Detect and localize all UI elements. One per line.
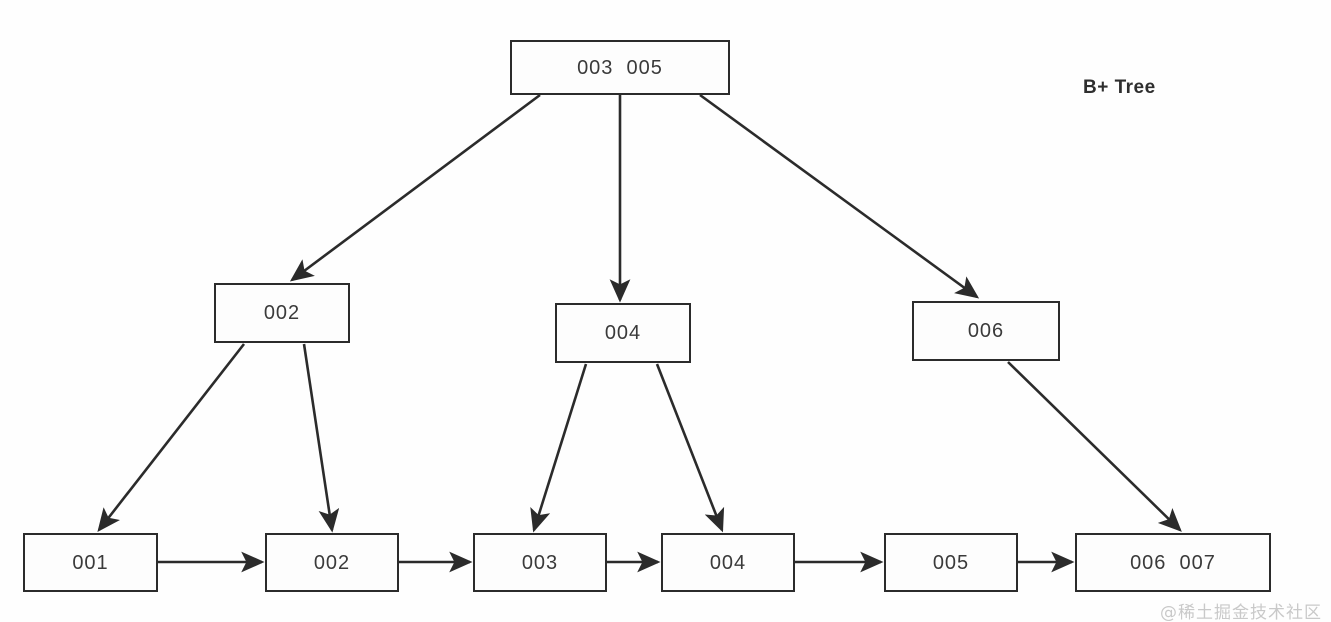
node-label: 003: [521, 551, 559, 574]
node-leaf-003: 003: [473, 533, 607, 592]
node-leaf-004: 004: [661, 533, 795, 592]
node-label: 004: [709, 551, 747, 574]
tree-edge-group: [97, 93, 1182, 533]
node-label: 002: [313, 551, 351, 574]
node-leaf-005: 005: [884, 533, 1018, 592]
node-label: 006 007: [1130, 551, 1216, 574]
node-internal-004: 004: [555, 303, 691, 363]
node-label: 001: [72, 551, 109, 574]
node-internal-002: 002: [214, 283, 350, 343]
node-leaf-002: 002: [265, 533, 399, 592]
node-label: 002: [263, 302, 301, 324]
node-leaf-001: 001: [23, 533, 158, 592]
node-label: 005: [932, 551, 970, 574]
tree-edge-internal-002-to-leaf-002: [302, 343, 340, 533]
node-internal-006: 006: [912, 301, 1060, 361]
node-root: 003 005: [510, 40, 730, 95]
tree-edge-internal-006-to-leaf-006-007: [1007, 361, 1182, 532]
tree-edge-root-to-internal-002: [289, 93, 541, 282]
node-label: 003 005: [577, 56, 663, 79]
node-label: 004: [604, 322, 642, 344]
watermark-label: @稀土掘金技术社区: [1160, 603, 1322, 622]
tree-edge-internal-004-to-leaf-004: [655, 363, 725, 533]
node-leaf-006-007: 006 007: [1075, 533, 1271, 592]
node-label: 006: [967, 320, 1005, 342]
diagram-title: B+ Tree: [1083, 77, 1156, 98]
tree-edge-root-to-internal-006: [699, 93, 980, 299]
tree-edge-internal-004-to-leaf-003: [530, 363, 588, 533]
tree-edge-internal-002-to-leaf-001: [97, 343, 246, 533]
